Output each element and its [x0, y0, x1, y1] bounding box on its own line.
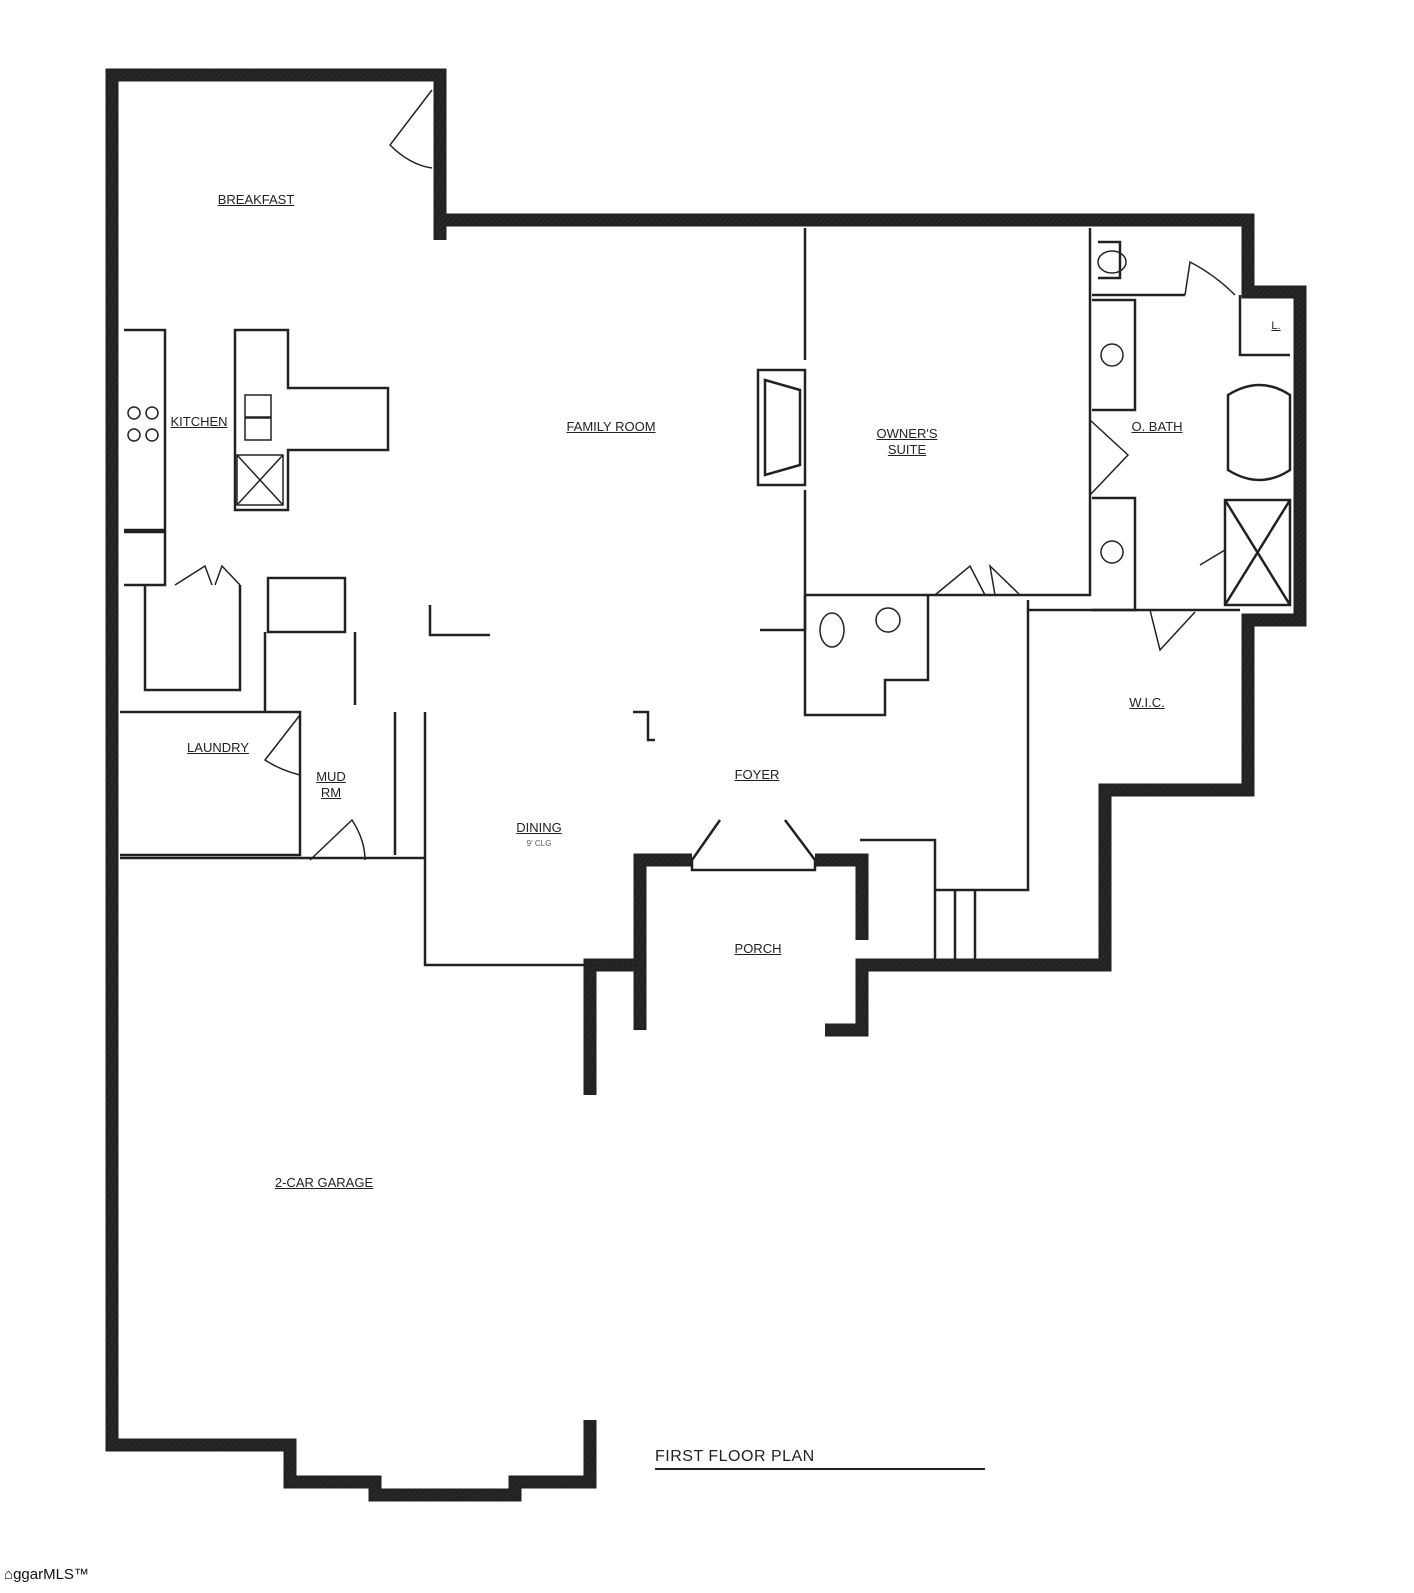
room-label-kitchen: KITCHEN — [170, 414, 228, 429]
title-underline — [655, 1468, 985, 1470]
room-label-linen: L. — [1271, 320, 1281, 332]
house-icon: ⌂ — [4, 1566, 14, 1583]
dining-ceiling-note: 9' CLG — [526, 839, 552, 848]
interior-walls — [120, 228, 1292, 967]
room-label-wic: W.I.C. — [1129, 695, 1165, 710]
mud-line-1: MUD — [316, 769, 346, 784]
room-label-foyer: FOYER — [734, 767, 780, 782]
room-label-garage: 2-CAR GARAGE — [274, 1175, 374, 1190]
plan-title: FIRST FLOOR PLAN — [655, 1448, 815, 1465]
watermark-text: ggarMLS™ — [13, 1566, 89, 1583]
room-label-family-room: FAMILY ROOM — [566, 419, 656, 434]
room-label-laundry: LAUNDRY — [187, 740, 249, 755]
watermark-logo: ⌂ggarMLS™ — [4, 1566, 89, 1583]
room-label-porch: PORCH — [734, 941, 782, 956]
room-label-o-bath: O. BATH — [1131, 419, 1183, 434]
door-swings — [174, 89, 1236, 861]
owners-line-2: SUITE — [887, 442, 927, 457]
room-label-breakfast: BREAKFAST — [217, 192, 295, 207]
owners-line-1: OWNER'S — [876, 426, 938, 441]
room-label-dining: DINING — [516, 820, 562, 835]
exterior-walls — [112, 75, 1300, 1495]
mud-line-2: RM — [320, 785, 342, 800]
fixtures — [127, 250, 1127, 648]
